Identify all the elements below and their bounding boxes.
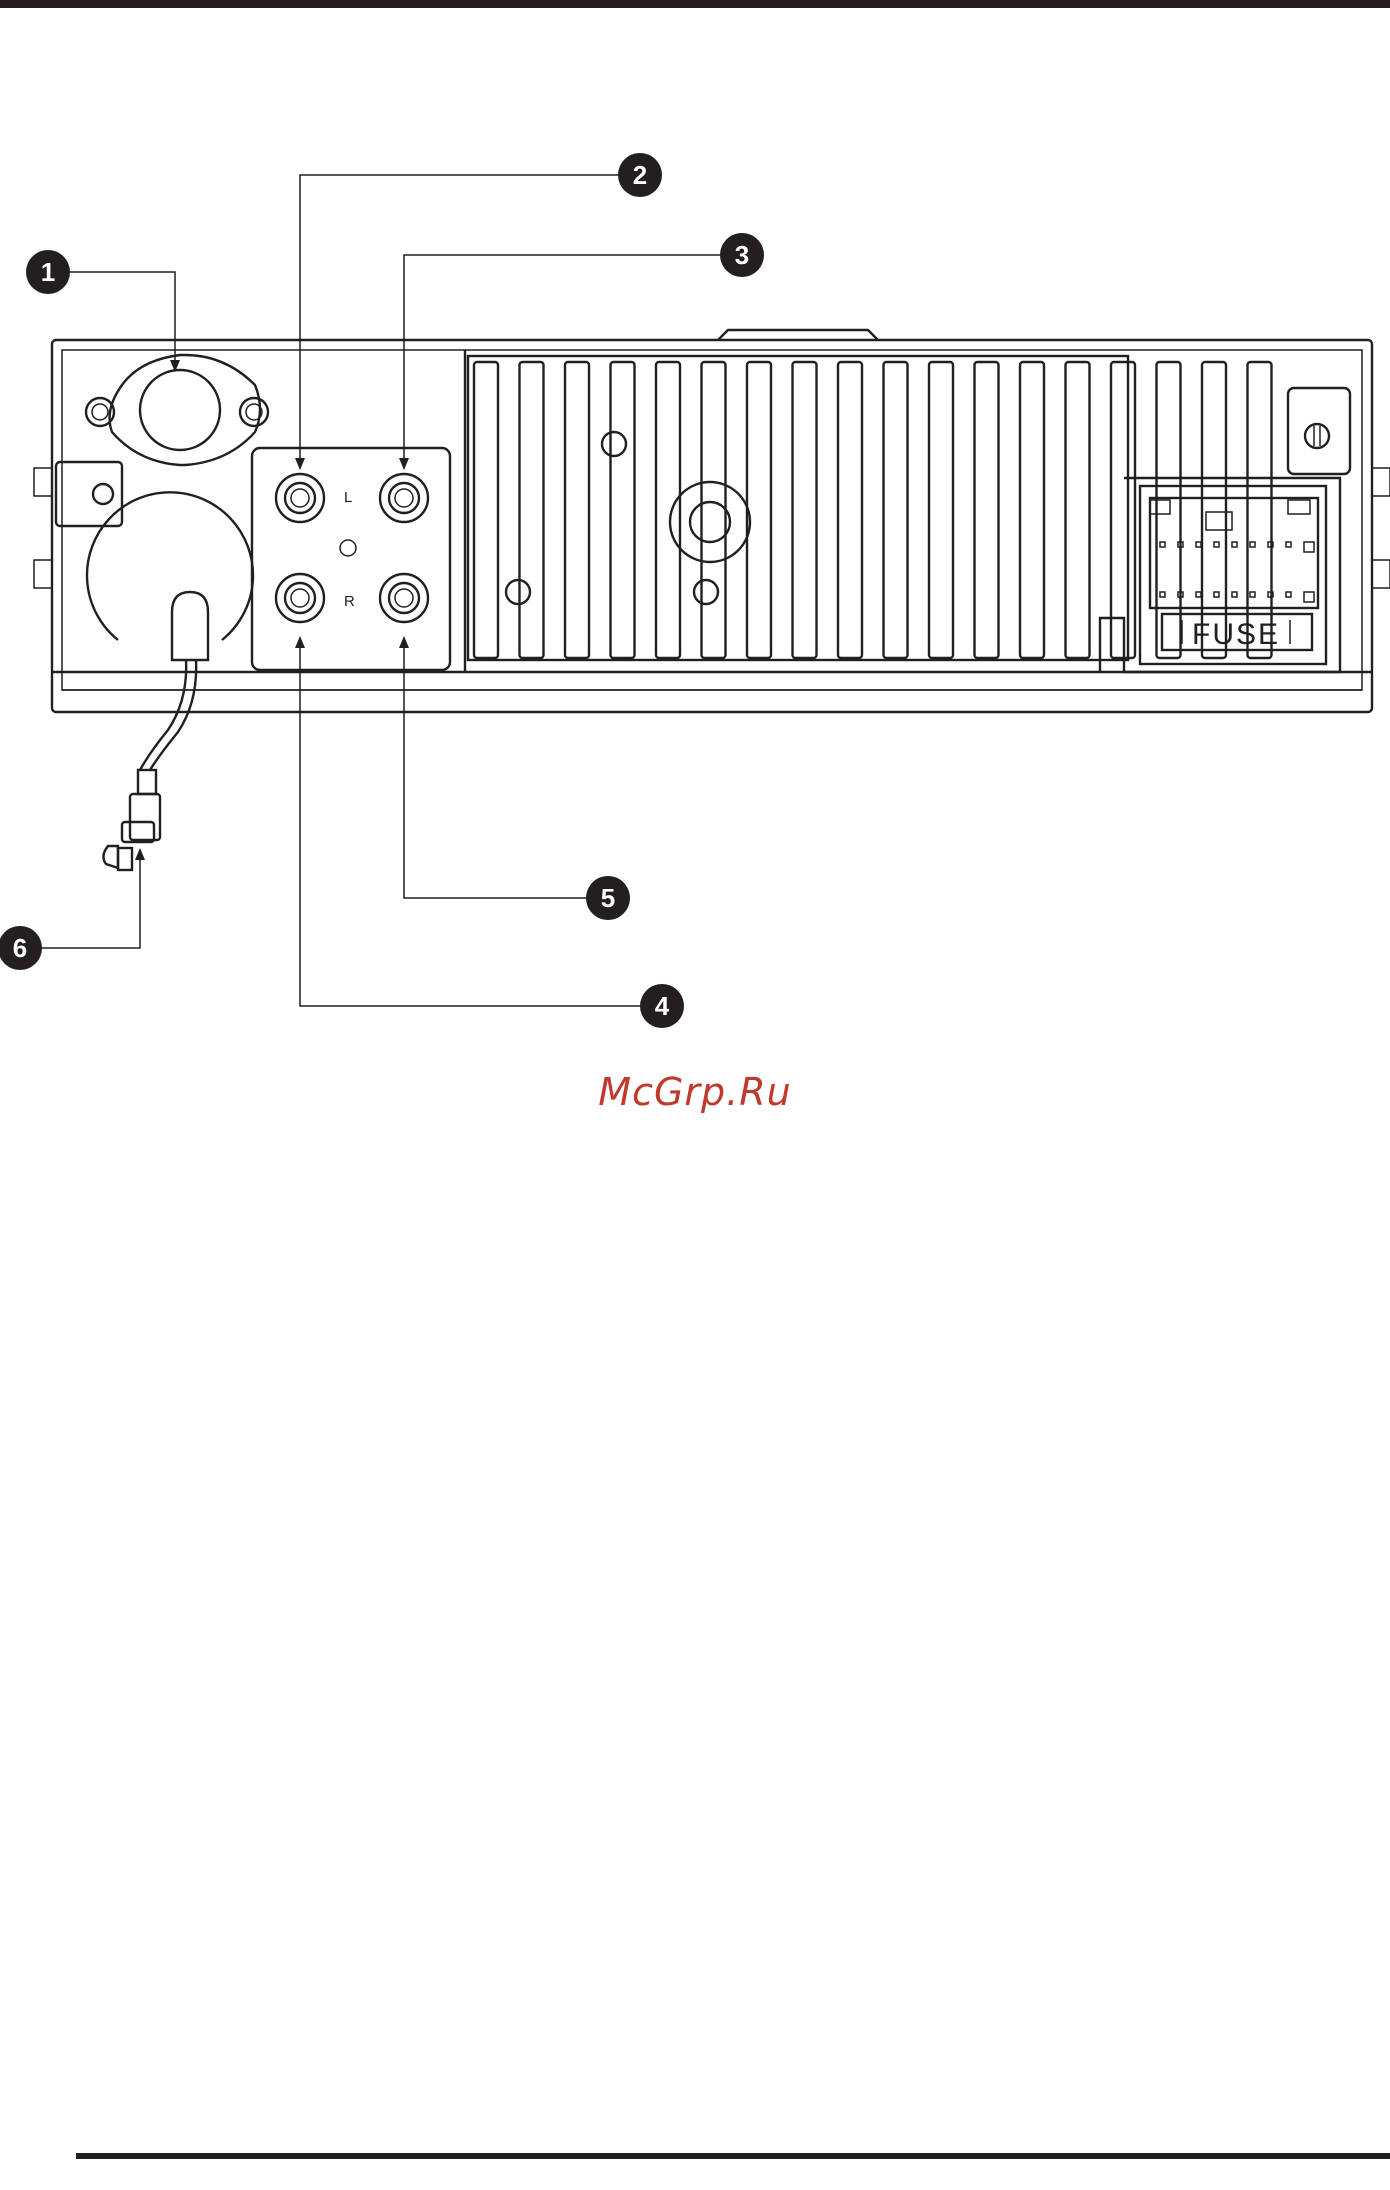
heatsink-fin (611, 362, 635, 658)
heatsink-details (468, 356, 1128, 660)
connector-pin (1304, 542, 1314, 552)
heatsink-fin (702, 362, 726, 658)
connector-pin (1160, 542, 1165, 547)
rear-panel-diagram: L R FUSE (0, 0, 1390, 1080)
connector-pin (1196, 592, 1201, 597)
callout-2-label: 2 (633, 160, 647, 190)
callout-1-label: 1 (41, 257, 55, 287)
connector-pin (1304, 592, 1314, 602)
callout-2: 2 (618, 153, 662, 197)
heatsink-fin (929, 362, 953, 658)
jack-label-right: R (344, 593, 355, 610)
heatsink-fins (474, 362, 1272, 658)
callout-5-label: 5 (601, 883, 615, 913)
heatsink-fin (520, 362, 544, 658)
connector-pin (1250, 592, 1255, 597)
callout-6-label: 6 (13, 933, 27, 963)
connector-pin (1160, 592, 1165, 597)
bottom-rule (76, 2153, 1390, 2159)
heatsink-fin (884, 362, 908, 658)
connector-pin (1196, 542, 1201, 547)
antenna-socket (86, 355, 268, 465)
callout-3-label: 3 (735, 240, 749, 270)
callout-4: 4 (640, 984, 684, 1028)
heatsink-fin (793, 362, 817, 658)
callout-4-label: 4 (655, 991, 670, 1021)
connector-pin (1286, 592, 1291, 597)
heatsink-fin (1111, 362, 1135, 658)
heatsink-fin (656, 362, 680, 658)
heatsink-fin (565, 362, 589, 658)
callout-5: 5 (586, 876, 630, 920)
callout-1: 1 (26, 250, 70, 294)
rca-jack-block (252, 448, 450, 670)
heatsink-fin (1020, 362, 1044, 658)
connector-pin (1214, 542, 1219, 547)
connector-pin (1214, 592, 1219, 597)
fuse-label: FUSE (1192, 618, 1280, 651)
connector-pin (1232, 592, 1237, 597)
watermark-text: McGrp.Ru (0, 1070, 1390, 1114)
connector-pin (1250, 542, 1255, 547)
heatsink-fin (474, 362, 498, 658)
connector-pin (1286, 542, 1291, 547)
mic-cable-exit (87, 492, 253, 870)
heatsink-fin (975, 362, 999, 658)
heatsink-fin (1066, 362, 1090, 658)
chassis (34, 330, 1390, 712)
heatsink-fin (747, 362, 771, 658)
connector-pin (1232, 542, 1237, 547)
jack-label-left: L (344, 489, 352, 506)
callout-3: 3 (720, 233, 764, 277)
callout-6: 6 (0, 926, 42, 970)
heatsink-fin (838, 362, 862, 658)
connector-pins (1160, 542, 1314, 602)
